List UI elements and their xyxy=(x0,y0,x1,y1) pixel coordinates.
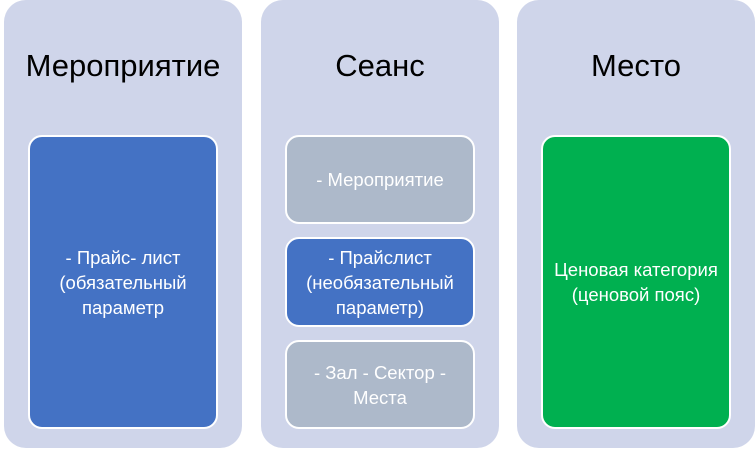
column-title: Место xyxy=(590,48,681,83)
column-title: Мероприятие xyxy=(25,48,221,83)
column-session: Сеанс - Мероприятие - Прайслист (необяза… xyxy=(261,0,499,448)
box-label: Ценовая категория (ценовой пояс) xyxy=(554,259,718,305)
event-box: - Мероприятие xyxy=(285,135,475,224)
column-seat: Место Ценовая категория (ценовой пояс) xyxy=(517,0,755,448)
box-label: - Прайслист (необязательный параметр) xyxy=(306,246,454,318)
price-list-optional-box: - Прайслист (необязательный параметр) xyxy=(285,237,475,327)
price-list-required-box: - Прайс- лист (обязательный параметр xyxy=(28,135,218,429)
box-label: - Мероприятие xyxy=(316,169,444,190)
price-category-box: Ценовая категория (ценовой пояс) xyxy=(541,135,731,429)
box-label: - Прайс- лист (обязательный параметр xyxy=(59,246,187,318)
column-title: Сеанс xyxy=(335,48,425,83)
column-event: Мероприятие - Прайс- лист (обязательный … xyxy=(4,0,242,448)
hall-sector-seats-box: - Зал - Сектор - Места xyxy=(285,340,475,429)
box-label: - Зал - Сектор - Места xyxy=(313,361,447,408)
